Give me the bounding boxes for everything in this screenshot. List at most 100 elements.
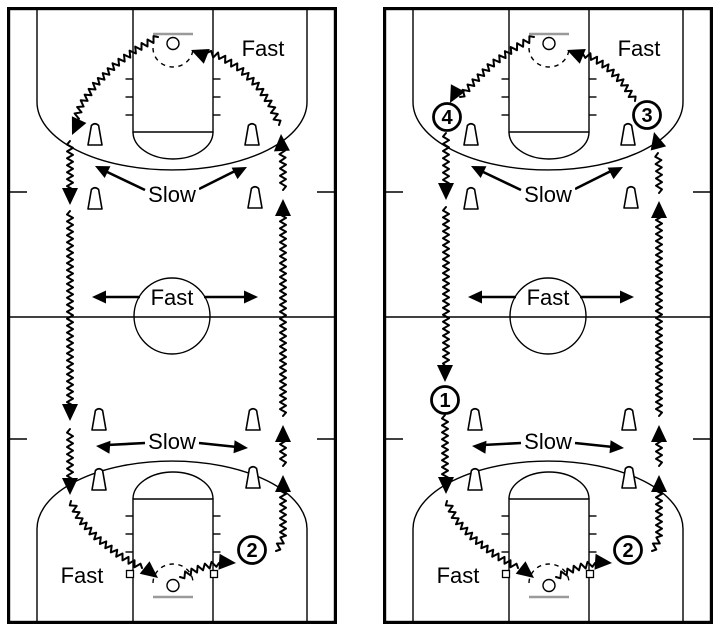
dribble-squiggle xyxy=(444,500,519,569)
arrowhead-icon xyxy=(607,167,623,180)
direction-arrow xyxy=(478,168,522,192)
arrowhead-icon xyxy=(233,440,248,454)
dribble-squiggle xyxy=(442,206,450,368)
dribble-path xyxy=(437,35,667,580)
arrowhead-icon xyxy=(191,49,210,64)
arrowhead-icon xyxy=(438,183,454,200)
arrowhead-icon xyxy=(515,561,534,578)
dribble-squiggle xyxy=(275,486,287,552)
arrowhead-icon xyxy=(218,553,236,570)
lane-block xyxy=(209,569,219,579)
dribble-squiggle xyxy=(179,560,220,580)
dribble-squiggle xyxy=(654,152,663,194)
lane-block xyxy=(125,569,135,579)
arrowhead-icon xyxy=(651,425,667,442)
arrowhead-icon xyxy=(244,290,258,304)
cone-icon xyxy=(620,122,636,146)
dribble-squiggle xyxy=(442,132,450,188)
station-number: 2 xyxy=(246,540,257,562)
label-fast-center: Fast xyxy=(527,285,570,310)
label-fast-center: Fast xyxy=(151,285,194,310)
station-number: 1 xyxy=(439,390,450,412)
arrowhead-icon xyxy=(468,290,482,304)
arrowhead-icon xyxy=(96,440,111,454)
station-number: 3 xyxy=(641,105,652,127)
label-fast-top: Fast xyxy=(242,36,285,61)
cone-icon xyxy=(467,467,483,491)
cone-icon xyxy=(623,185,639,209)
station-marker: 2 xyxy=(613,535,643,565)
dribble-squiggle xyxy=(279,210,287,417)
cone-icon xyxy=(244,122,260,146)
label-fast-bottom: Fast xyxy=(61,563,104,588)
dribble-squiggle xyxy=(651,486,663,552)
arrowhead-icon xyxy=(275,425,291,442)
center-circle xyxy=(133,277,211,355)
arrowhead-icon xyxy=(275,475,291,492)
station-marker: 3 xyxy=(632,100,662,130)
lane-block xyxy=(501,569,511,579)
station-number: 4 xyxy=(441,107,453,129)
dribble-squiggle xyxy=(73,35,159,122)
dribble-squiggle xyxy=(278,146,287,191)
label-slow-upper: Slow xyxy=(148,182,196,207)
cone-icon xyxy=(463,186,479,210)
dribble-squiggle xyxy=(459,35,535,98)
cone-icon xyxy=(621,465,637,489)
arrowhead-icon xyxy=(95,166,111,178)
station-circle xyxy=(237,535,267,565)
cones xyxy=(87,122,263,491)
label-slow-lower: Slow xyxy=(524,429,572,454)
three-point-line-top xyxy=(412,8,684,171)
arrowhead-icon xyxy=(650,132,667,151)
station-marker: 2 xyxy=(237,535,267,565)
direction-arrow xyxy=(198,441,238,449)
dribble-squiggle xyxy=(441,414,449,482)
dribble-squiggle xyxy=(66,140,74,194)
arrowhead-icon xyxy=(620,290,634,304)
label-fast-top: Fast xyxy=(618,36,661,61)
station-circle xyxy=(632,100,662,130)
lane-block xyxy=(585,569,595,579)
arrowhead-icon xyxy=(651,475,667,492)
basket-bottom xyxy=(166,578,180,593)
cone-icon xyxy=(87,186,103,210)
dribble-squiggle xyxy=(66,428,74,484)
station-marker: 1 xyxy=(430,385,460,415)
dribble-squiggle xyxy=(655,212,663,417)
cone-icon xyxy=(621,407,637,431)
key-markings-bottom xyxy=(36,460,308,623)
direction-arrow xyxy=(574,168,614,191)
station-circle xyxy=(613,535,643,565)
arrowhead-icon xyxy=(609,440,624,454)
center-circle xyxy=(509,277,587,355)
arrowhead-icon xyxy=(62,188,78,205)
cones xyxy=(463,122,639,491)
key-markings-top xyxy=(412,8,684,171)
cone-icon xyxy=(245,407,261,431)
court-outline xyxy=(7,7,337,624)
direction-arrow xyxy=(106,441,146,447)
direction-arrow xyxy=(198,168,238,191)
three-point-line-top xyxy=(36,8,308,171)
arrowhead-icon xyxy=(438,477,454,494)
arrowhead-icon xyxy=(437,365,453,382)
dribble-path xyxy=(62,35,291,580)
cone-icon xyxy=(245,465,261,489)
court-outline xyxy=(383,7,713,624)
key-markings-bottom xyxy=(412,460,684,623)
dribble-squiggle xyxy=(66,210,74,410)
arrowhead-icon xyxy=(231,167,247,180)
court-markings xyxy=(383,7,713,624)
direction-arrow xyxy=(102,168,146,192)
cone-icon xyxy=(247,185,263,209)
arrowhead-icon xyxy=(472,440,487,454)
cone-icon xyxy=(87,122,103,146)
key-markings-top xyxy=(36,8,308,171)
arrowhead-icon xyxy=(471,166,487,178)
arrowhead-icon xyxy=(273,134,290,152)
